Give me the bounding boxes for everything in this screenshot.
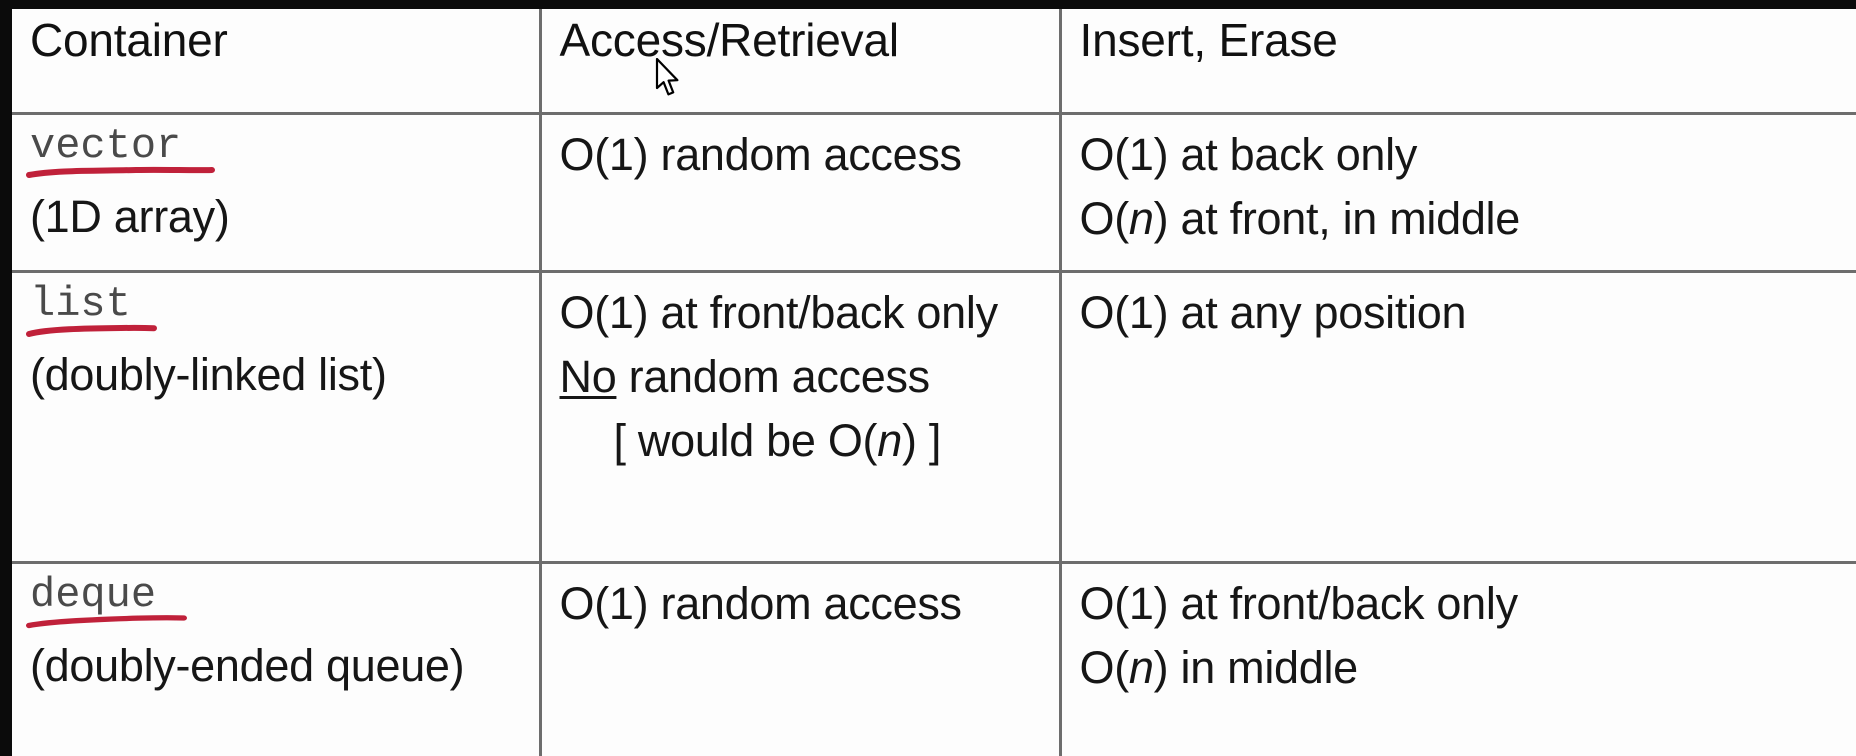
code-name-vector: vector bbox=[30, 122, 182, 171]
table-row-deque: deque (doubly-ended queue) O(1) random a… bbox=[12, 562, 1856, 756]
header-cell-container: Container bbox=[12, 9, 542, 116]
big-o-variable: n bbox=[877, 414, 902, 466]
insert-erase-line: O(n) in middle bbox=[1080, 636, 1856, 700]
header-cell-insert-erase: Insert, Erase bbox=[1060, 9, 1856, 116]
code-name-list: list bbox=[30, 279, 131, 328]
cell-access-vector: O(1) random access bbox=[540, 113, 1062, 273]
access-line: O(1) random access bbox=[559, 129, 963, 181]
big-o-variable: n bbox=[1128, 642, 1154, 694]
big-o-prefix: O( bbox=[1079, 642, 1130, 694]
emphasis-no: No bbox=[559, 350, 617, 402]
cell-access-list: O(1) at front/back only No random access… bbox=[540, 271, 1062, 565]
container-description-vector: (1D array) bbox=[30, 191, 230, 243]
container-description-list: (doubly-linked list) bbox=[30, 348, 387, 400]
access-line: No random access bbox=[560, 345, 1059, 409]
column-header-access: Access/Retrieval bbox=[559, 14, 900, 66]
header-cell-access: Access/Retrieval bbox=[540, 9, 1062, 116]
cell-insert-erase-vector: O(1) at back only O(n) at front, in midd… bbox=[1060, 113, 1856, 273]
big-o-variable: n bbox=[1128, 192, 1154, 244]
access-line: O(1) random access bbox=[559, 578, 963, 630]
insert-erase-line: O(n) at front, in middle bbox=[1080, 187, 1856, 251]
insert-erase-line: O(1) at any position bbox=[1079, 286, 1467, 338]
cell-insert-erase-deque: O(1) at front/back only O(n) in middle bbox=[1060, 562, 1856, 756]
cell-container-deque: deque (doubly-ended queue) bbox=[12, 562, 542, 756]
cell-container-list: list (doubly-linked list) bbox=[12, 271, 542, 565]
cell-container-vector: vector (1D array) bbox=[12, 113, 542, 273]
big-o-prefix: O( bbox=[1079, 192, 1130, 244]
code-name-deque-wrap: deque bbox=[26, 571, 187, 629]
insert-erase-line: O(1) at back only bbox=[1079, 129, 1418, 181]
big-o-suffix: ) in middle bbox=[1153, 642, 1359, 694]
container-description-deque: (doubly-ended queue) bbox=[30, 640, 465, 692]
access-line: O(1) at front/back only bbox=[559, 286, 999, 338]
insert-erase-line: O(1) at front/back only bbox=[1079, 578, 1519, 630]
column-header-insert-erase: Insert, Erase bbox=[1079, 14, 1338, 66]
table-row-list: list (doubly-linked list) O(1) at front/… bbox=[12, 271, 1856, 565]
stl-container-complexity-table: Container Access/Retrieval Insert, Erase… bbox=[12, 9, 1856, 756]
big-o-prefix: [ would be O( bbox=[613, 414, 878, 466]
code-name-list-wrap: list bbox=[26, 279, 157, 337]
big-o-suffix: ) at front, in middle bbox=[1153, 192, 1521, 244]
table-row-vector: vector (1D array) O(1) random access O(1… bbox=[12, 113, 1856, 273]
access-note-line: [ would be O(n) ] bbox=[560, 409, 1059, 473]
access-line-rest: random access bbox=[616, 350, 931, 402]
code-name-vector-wrap: vector bbox=[26, 122, 215, 179]
column-header-container: Container bbox=[30, 14, 228, 66]
table-header-row: Container Access/Retrieval Insert, Erase bbox=[12, 9, 1856, 116]
cell-insert-erase-list: O(1) at any position bbox=[1060, 271, 1856, 565]
code-name-deque: deque bbox=[30, 571, 157, 620]
big-o-suffix: ) ] bbox=[901, 414, 942, 466]
cell-access-deque: O(1) random access bbox=[540, 562, 1062, 756]
